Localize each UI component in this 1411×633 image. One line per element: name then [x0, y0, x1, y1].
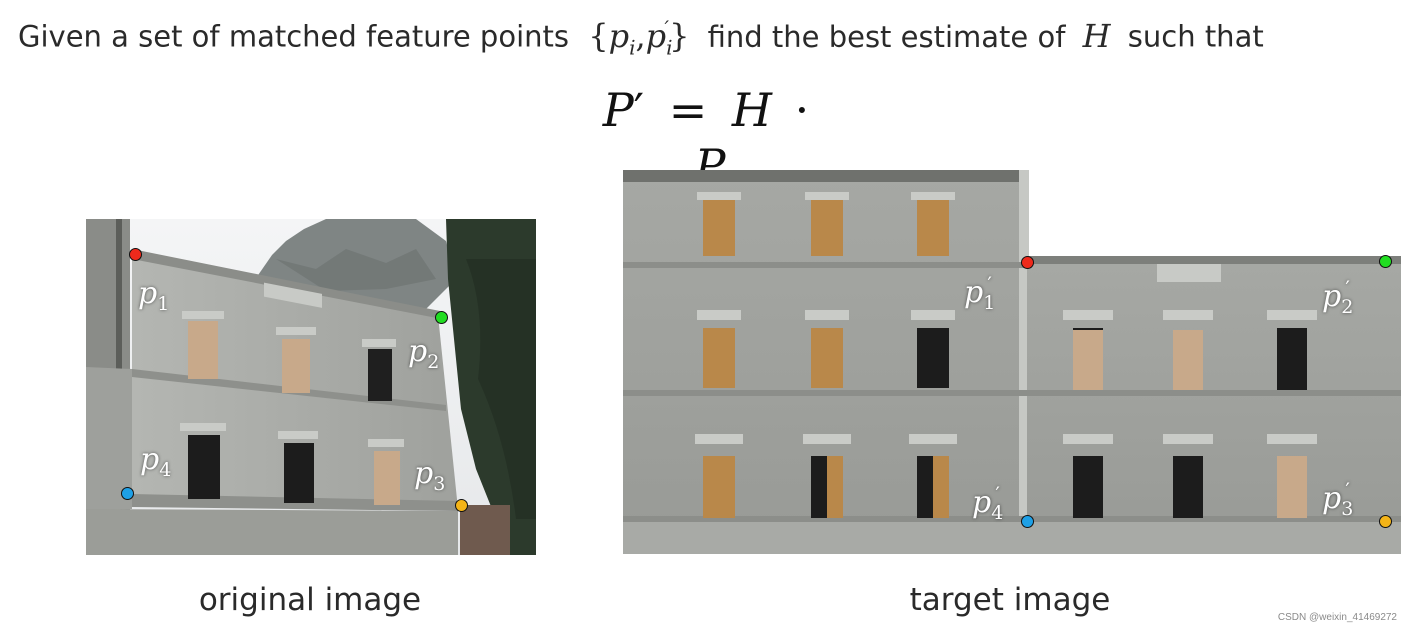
target-point-1-dot[interactable] — [1020, 255, 1034, 269]
original-label-p2: p2 — [408, 334, 440, 374]
target-label-p2: p2′ — [1322, 276, 1354, 318]
original-point-3-dot[interactable] — [454, 498, 468, 512]
homography-symbol: H — [1082, 16, 1111, 55]
headline-suffix: such that — [1127, 19, 1264, 54]
original-point-4-dot[interactable] — [120, 486, 134, 500]
target-image-caption: target image — [909, 582, 1111, 618]
target-point-2-dot[interactable] — [1378, 254, 1392, 268]
headline-middle: find the best estimate of — [707, 19, 1066, 54]
target-label-p3: p3′ — [1322, 478, 1354, 520]
target-image — [623, 170, 1401, 554]
original-image-caption: original image — [198, 582, 422, 618]
original-image — [86, 219, 536, 555]
original-point-1-dot[interactable] — [128, 247, 142, 261]
original-point-2-dot[interactable] — [434, 310, 448, 324]
watermark: CSDN @weixin_41469272 — [1277, 612, 1397, 623]
homography-equation: P′ = H · P — [602, 83, 810, 193]
target-label-p1: p1′ — [964, 272, 996, 314]
target-point-3-dot[interactable] — [1378, 514, 1392, 528]
target-point-4-dot[interactable] — [1020, 514, 1034, 528]
original-label-p1: p1 — [138, 276, 170, 316]
headline-prefix: Given a set of matched feature points — [18, 19, 569, 54]
target-label-p4: p4′ — [972, 482, 1004, 524]
original-label-p3: p3 — [414, 456, 446, 496]
headline: Given a set of matched feature points {p… — [18, 6, 1398, 59]
point-set-notation: {pi,pi′} — [588, 16, 690, 60]
original-label-p4: p4 — [140, 442, 172, 482]
